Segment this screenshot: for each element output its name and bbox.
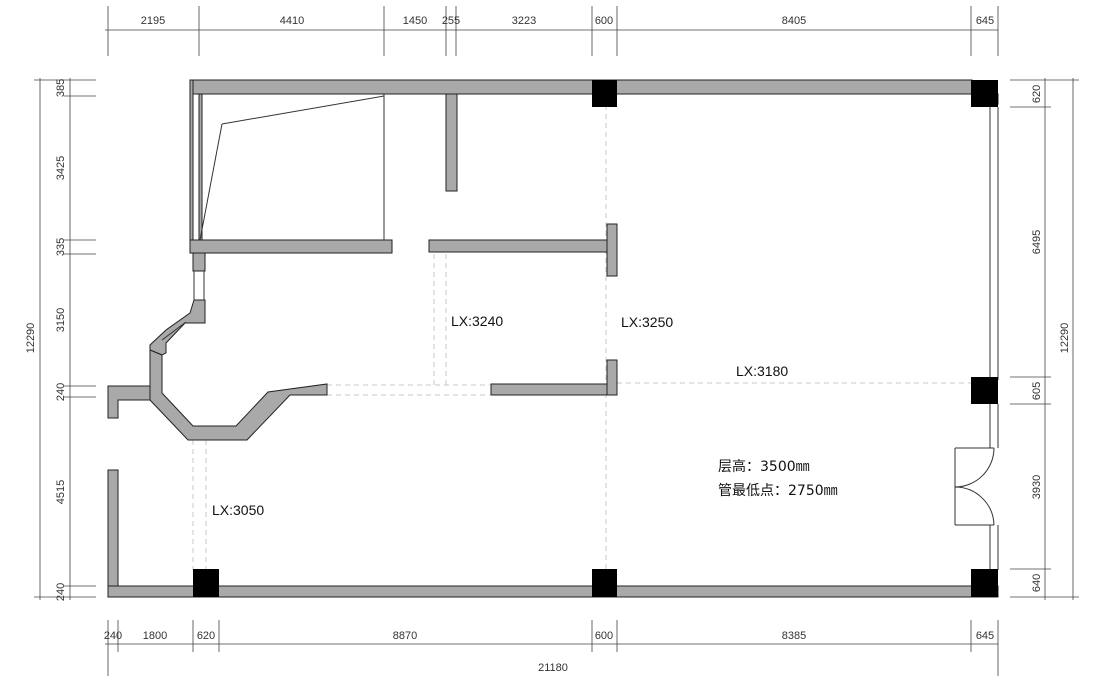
stair-outline (199, 94, 385, 241)
dim-right-3: 605 (1031, 382, 1043, 400)
windows (161, 107, 999, 570)
bottom-dimension-chain: 240 1800 620 8870 600 8385 645 21180 (104, 620, 999, 676)
dim-right-total: 12290 (1059, 323, 1071, 354)
floor-height-note: 层高：3500㎜ (718, 458, 810, 475)
dim-right-1: 620 (1031, 85, 1043, 103)
dim-left-7: 240 (55, 583, 67, 601)
dim-right-2: 6495 (1031, 230, 1043, 254)
dim-left-3: 335 (55, 238, 67, 256)
pipe-lowest-note: 管最低点：2750㎜ (718, 483, 838, 499)
dim-bottom-1: 240 (104, 630, 122, 642)
dim-bottom-4: 8870 (393, 630, 417, 642)
dim-bottom-5: 600 (595, 630, 613, 642)
dim-bottom-total: 21180 (538, 662, 568, 674)
dim-left-5: 240 (55, 383, 67, 401)
dim-bottom-6: 8385 (782, 630, 806, 642)
beam-label-3250: LX:3250 (621, 314, 673, 330)
beam-label-3180: LX:3180 (736, 363, 788, 379)
left-dimension-chain: 385 3425 335 3150 240 4515 240 12290 (25, 78, 96, 601)
beam-label-3240: LX:3240 (451, 313, 503, 329)
dim-right-4: 3930 (1031, 475, 1043, 499)
beam-label-3050: LX:3050 (212, 502, 264, 518)
dim-left-6: 4515 (55, 480, 67, 504)
top-dimension-chain: 2195 4410 1450 255 3223 600 8405 645 (105, 6, 999, 56)
dim-top-4: 255 (442, 15, 460, 27)
dim-left-total: 12290 (25, 323, 37, 354)
dim-bottom-2: 1800 (143, 630, 167, 642)
walls (107, 79, 999, 598)
right-dimension-chain: 620 6495 605 3930 640 12290 (1010, 78, 1079, 600)
dim-left-2: 3425 (55, 156, 67, 180)
dim-top-6: 600 (595, 15, 613, 27)
dim-top-5: 3223 (512, 15, 536, 27)
dim-left-4: 3150 (55, 308, 67, 332)
dim-top-3: 1450 (403, 15, 427, 27)
dim-left-1: 385 (55, 79, 67, 97)
dim-bottom-7: 645 (976, 630, 994, 642)
dim-right-5: 640 (1031, 574, 1043, 592)
columns (193, 80, 998, 597)
dim-top-2: 4410 (280, 15, 304, 27)
dim-top-8: 645 (976, 15, 994, 27)
dim-bottom-3: 620 (197, 630, 215, 642)
dim-top-1: 2195 (141, 15, 165, 27)
double-door (954, 447, 995, 526)
beam-lines (192, 96, 971, 570)
dim-top-7: 8405 (782, 15, 806, 27)
